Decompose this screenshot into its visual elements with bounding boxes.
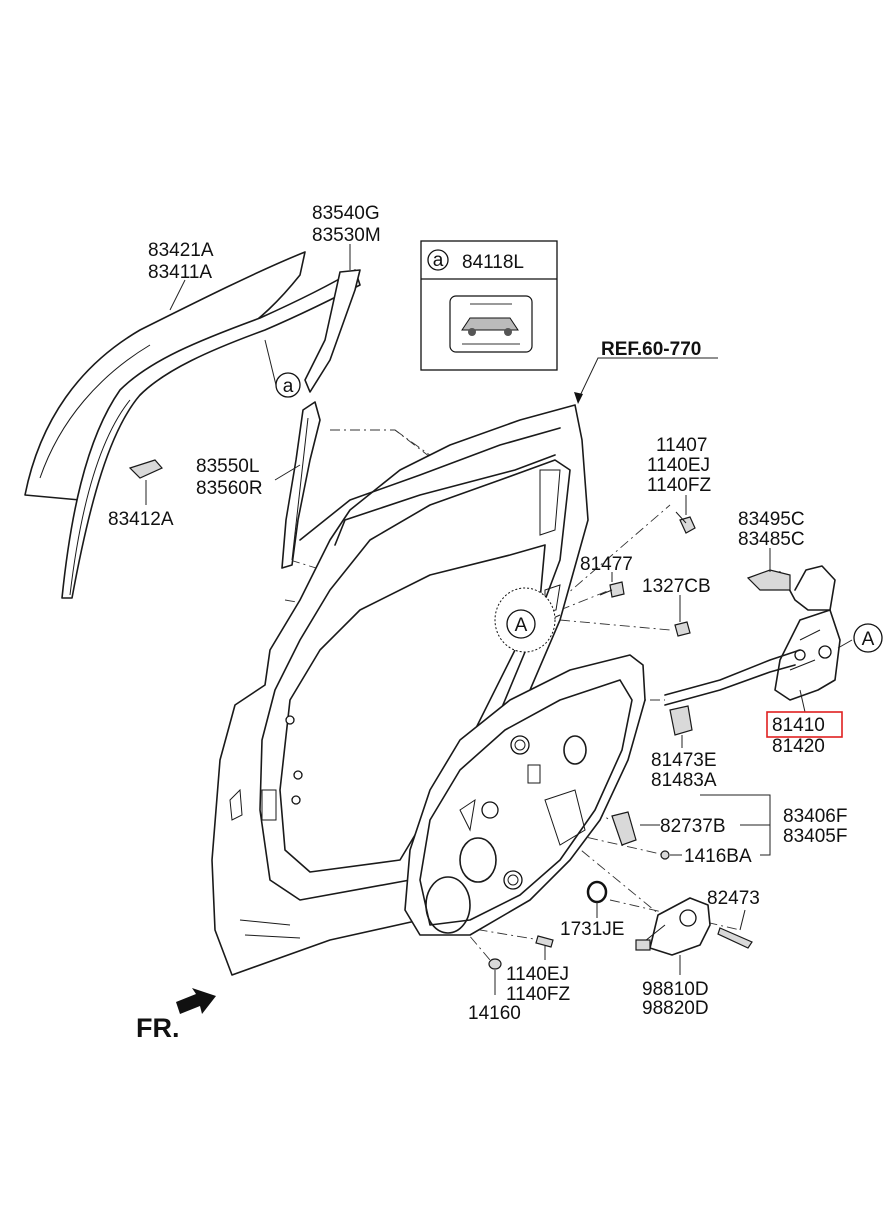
clip-label: 83412A	[108, 509, 174, 530]
bolt-82473-icon	[717, 927, 753, 949]
channel-upper-2: 83530M	[312, 225, 381, 246]
nut-1327CB-icon	[674, 621, 691, 637]
bolts-label-2: 1140EJ	[647, 455, 710, 476]
screw-81477-icon	[599, 581, 625, 598]
grommet-label: 1731JE	[560, 919, 624, 940]
bolt-11407-icon	[675, 511, 696, 534]
part-labels: 83421A 83411A 83540G 83530M REF.60-770 8…	[108, 203, 847, 1024]
glass-ref-circle	[275, 372, 301, 398]
bracket-label-1: 81473E	[651, 750, 717, 771]
fasteners	[488, 511, 753, 970]
bracket-label-2: 81483A	[651, 770, 717, 791]
bolt-bottom-label-2: 1140FZ	[506, 984, 570, 1005]
leader-lines	[145, 244, 853, 995]
glass-part-1: 83421A	[148, 240, 214, 261]
latch-highlight-box	[766, 711, 843, 738]
lower-channel	[281, 401, 321, 569]
bolt-bottom-label-1: 1140EJ	[506, 964, 569, 985]
screw-label: 81477	[580, 554, 633, 575]
grommet-icon	[586, 880, 608, 904]
ref-label: REF.60-770	[601, 339, 701, 360]
regulator-bracket	[611, 811, 637, 846]
cable-label-2: 83485C	[738, 529, 805, 550]
label-box-ref-circle	[427, 249, 449, 271]
plug-14160-icon	[488, 958, 502, 970]
latch-label-2: 81420	[772, 736, 825, 757]
front-indicator: FR.	[136, 988, 216, 1043]
glass-ref: a	[283, 376, 294, 397]
cable-label-1: 83495C	[738, 509, 805, 530]
bolt-right-label: 82473	[707, 888, 760, 909]
bolts-label-3: 1140FZ	[647, 475, 711, 496]
latch-ref-circle	[853, 623, 883, 653]
reg-bracket-label: 82737B	[660, 816, 726, 837]
motor-label-1: 98810D	[642, 979, 709, 1000]
channel-lower-1: 83550L	[196, 456, 259, 477]
motor-label-2: 98820D	[642, 998, 709, 1019]
cable	[746, 565, 836, 611]
regulator-label-1: 83406F	[783, 806, 847, 827]
latch-ref: A	[862, 629, 875, 650]
plug-label: 14160	[468, 1003, 521, 1024]
front-arrow-icon	[176, 988, 216, 1014]
channel-upper-1: 83540G	[312, 203, 380, 224]
nut-label: 1327CB	[642, 576, 711, 597]
regulator-label-2: 83405F	[783, 826, 847, 847]
channel-lower-2: 83560R	[196, 478, 263, 499]
latch	[664, 609, 841, 706]
door-ref-circle	[506, 609, 536, 639]
glass-part-2: 83411A	[148, 262, 212, 283]
bolts-label-1: 11407	[656, 435, 707, 456]
glass-run-channel	[61, 269, 361, 599]
reg-screw-icon	[660, 850, 670, 860]
latch-bracket	[669, 705, 693, 736]
label-box: a 84118L	[420, 240, 558, 371]
latch-label-1: 81410	[772, 715, 825, 736]
glass-clip	[128, 459, 163, 479]
label-box-ref: a	[433, 250, 444, 271]
bolt-bottom-icon	[535, 935, 554, 948]
front-label: FR.	[136, 1013, 180, 1043]
label-box-code: 84118L	[462, 252, 524, 273]
door-ref: A	[515, 615, 528, 636]
ref-markers: a A A	[275, 372, 883, 653]
door-module	[404, 654, 646, 936]
reg-screw-label: 1416BA	[684, 846, 752, 867]
window-motor	[635, 897, 711, 956]
